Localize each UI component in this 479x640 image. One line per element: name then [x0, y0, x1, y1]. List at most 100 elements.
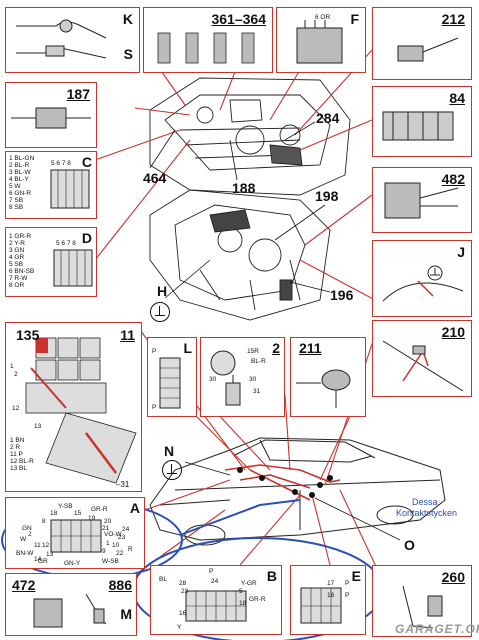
f-small-label: 6 OR	[315, 14, 331, 21]
connector-84-icon	[382, 111, 454, 141]
connector-e-icon	[300, 587, 342, 624]
c-wire: 5 W	[9, 183, 21, 190]
n-1: 1	[10, 363, 14, 370]
b-num: 5	[239, 588, 243, 595]
connector-a-icon	[50, 519, 102, 553]
motor-211-icon	[296, 369, 351, 408]
panel-84: 84	[372, 86, 472, 157]
d-wire: 7 R-W	[9, 275, 28, 282]
relay-icon	[296, 20, 343, 64]
panel11-wire-list: 1 BN 2 R 11 P 12 BL-R 13 BL	[10, 437, 34, 472]
a-wire-grr: GR-R	[91, 506, 108, 513]
ground-point-j-icon	[382, 265, 464, 302]
a-num: 11	[34, 542, 41, 549]
b-num: 16	[179, 610, 187, 617]
label-212: 212	[441, 11, 465, 27]
a-num: 19	[88, 515, 96, 522]
b-wire-y: Y	[177, 624, 182, 631]
d-wire: 2 Y-R	[9, 240, 25, 247]
d-wire: 1 GR-R	[9, 233, 32, 240]
engine-bay-sketch	[149, 77, 351, 196]
b-num: 23	[181, 588, 189, 595]
panel-11: 135 11 1 2 12 13 1 BN 2 R 11 P 12 BL-R 1…	[5, 322, 142, 492]
component-482-icon	[384, 182, 459, 219]
a-num: 21	[102, 525, 110, 532]
c-wire: 4 BL-Y	[9, 176, 29, 183]
connector-b-icon	[185, 590, 247, 622]
label-minus31: –31	[116, 480, 130, 489]
injector-icons	[157, 32, 255, 64]
panel-b: B BL P Y-GR GR-R Y 28 24 23 5 18 16	[150, 565, 282, 635]
p2-n31: 31	[253, 388, 261, 395]
label-198: 198	[315, 188, 339, 204]
connector-212-icon	[397, 37, 459, 62]
c-wire: 2 BL-R	[9, 162, 30, 169]
label-284: 284	[316, 110, 340, 126]
a-wire-gn: GN	[22, 525, 32, 532]
label-d: D	[81, 230, 92, 246]
engine-middle-sketch	[149, 189, 331, 321]
panel-j: J	[372, 240, 472, 317]
a-num: 18	[50, 510, 58, 517]
e-num-16: 16	[327, 592, 335, 599]
a-num: 22	[116, 550, 124, 557]
label-2: 2	[272, 340, 280, 356]
door-sensor-210-icon	[382, 340, 464, 392]
c-wire: 7 SB	[9, 197, 24, 204]
a-num: 20	[104, 518, 112, 525]
label-b: B	[266, 568, 277, 584]
c-wire: 8 SB	[9, 204, 24, 211]
b-wire-p: P	[209, 568, 214, 575]
annotation-line1: Dessa	[412, 497, 438, 507]
label-e: E	[351, 568, 361, 584]
panel-210: 210	[372, 320, 472, 397]
annotation-line2: Kontaktstycken	[396, 508, 458, 518]
label-o: O	[404, 537, 415, 553]
c-wire: 1 BL-GN	[9, 155, 35, 162]
b-num: 28	[179, 580, 187, 587]
a-wire-ysb: Y-SB	[58, 503, 73, 510]
d-wire: 4 GR	[9, 254, 25, 261]
label-k: K	[122, 11, 133, 27]
n-12: 12	[12, 405, 20, 412]
d-wire: 8 OR	[9, 282, 25, 289]
b-num: 24	[211, 578, 219, 585]
fuse-relay-box-icon	[25, 337, 137, 484]
harness-connectors	[237, 467, 333, 498]
l-pin-p-bottom: P	[152, 404, 157, 411]
label-n: N	[164, 443, 175, 459]
label-211: 211	[299, 340, 322, 356]
d-wire: 5 SB	[9, 261, 24, 268]
p2-n30a: 30	[209, 376, 217, 383]
a-num: 15	[74, 510, 82, 517]
label-f: F	[350, 11, 359, 27]
label-187: 187	[66, 86, 90, 102]
b-num: 18	[239, 600, 247, 607]
c-wire-list: 1 BL-GN 2 BL-R 3 BL-W 4 BL-Y 5 W 6 GN-R …	[9, 155, 34, 211]
a-num: 10	[112, 542, 120, 549]
label-m: M	[120, 606, 132, 622]
a-wire-bnw: BN-W	[16, 550, 34, 557]
label-472: 472	[12, 577, 36, 593]
p2-n30b: 30	[249, 376, 257, 383]
switch-2-icon	[210, 350, 241, 406]
p11-wire: 1 BN	[10, 437, 25, 444]
d-wire-list: 1 GR-R 2 Y-R 3 GN 4 GR 5 SB 6 BN-SB 7 R-…	[9, 233, 34, 289]
label-l: L	[183, 340, 192, 356]
panel-260: 260	[372, 565, 472, 637]
panel-injectors: 361–364	[143, 7, 273, 73]
panel-d: D 1 GR-R 2 Y-R 3 GN 4 GR 5 SB 6 BN-SB 7 …	[5, 227, 97, 297]
connector-l-icon	[159, 357, 181, 409]
p11-wire: 11 P	[10, 451, 23, 458]
panel-l: L P P	[147, 337, 197, 417]
label-135: 135	[16, 327, 40, 343]
p11-wire: 2 R	[10, 444, 21, 451]
a-wire-wsb: W-SB	[102, 558, 119, 565]
panel-a: A GN W BN-W GR GN-Y Y-SB GR-R VO-W W-SB …	[5, 497, 145, 569]
a-num: 9	[102, 548, 106, 555]
a-num: 13	[46, 551, 54, 558]
label-h: H	[157, 283, 168, 299]
panel-ks: K S	[5, 7, 140, 73]
components-472-886-icon	[33, 593, 107, 628]
b-wire-bl: BL	[159, 576, 167, 583]
